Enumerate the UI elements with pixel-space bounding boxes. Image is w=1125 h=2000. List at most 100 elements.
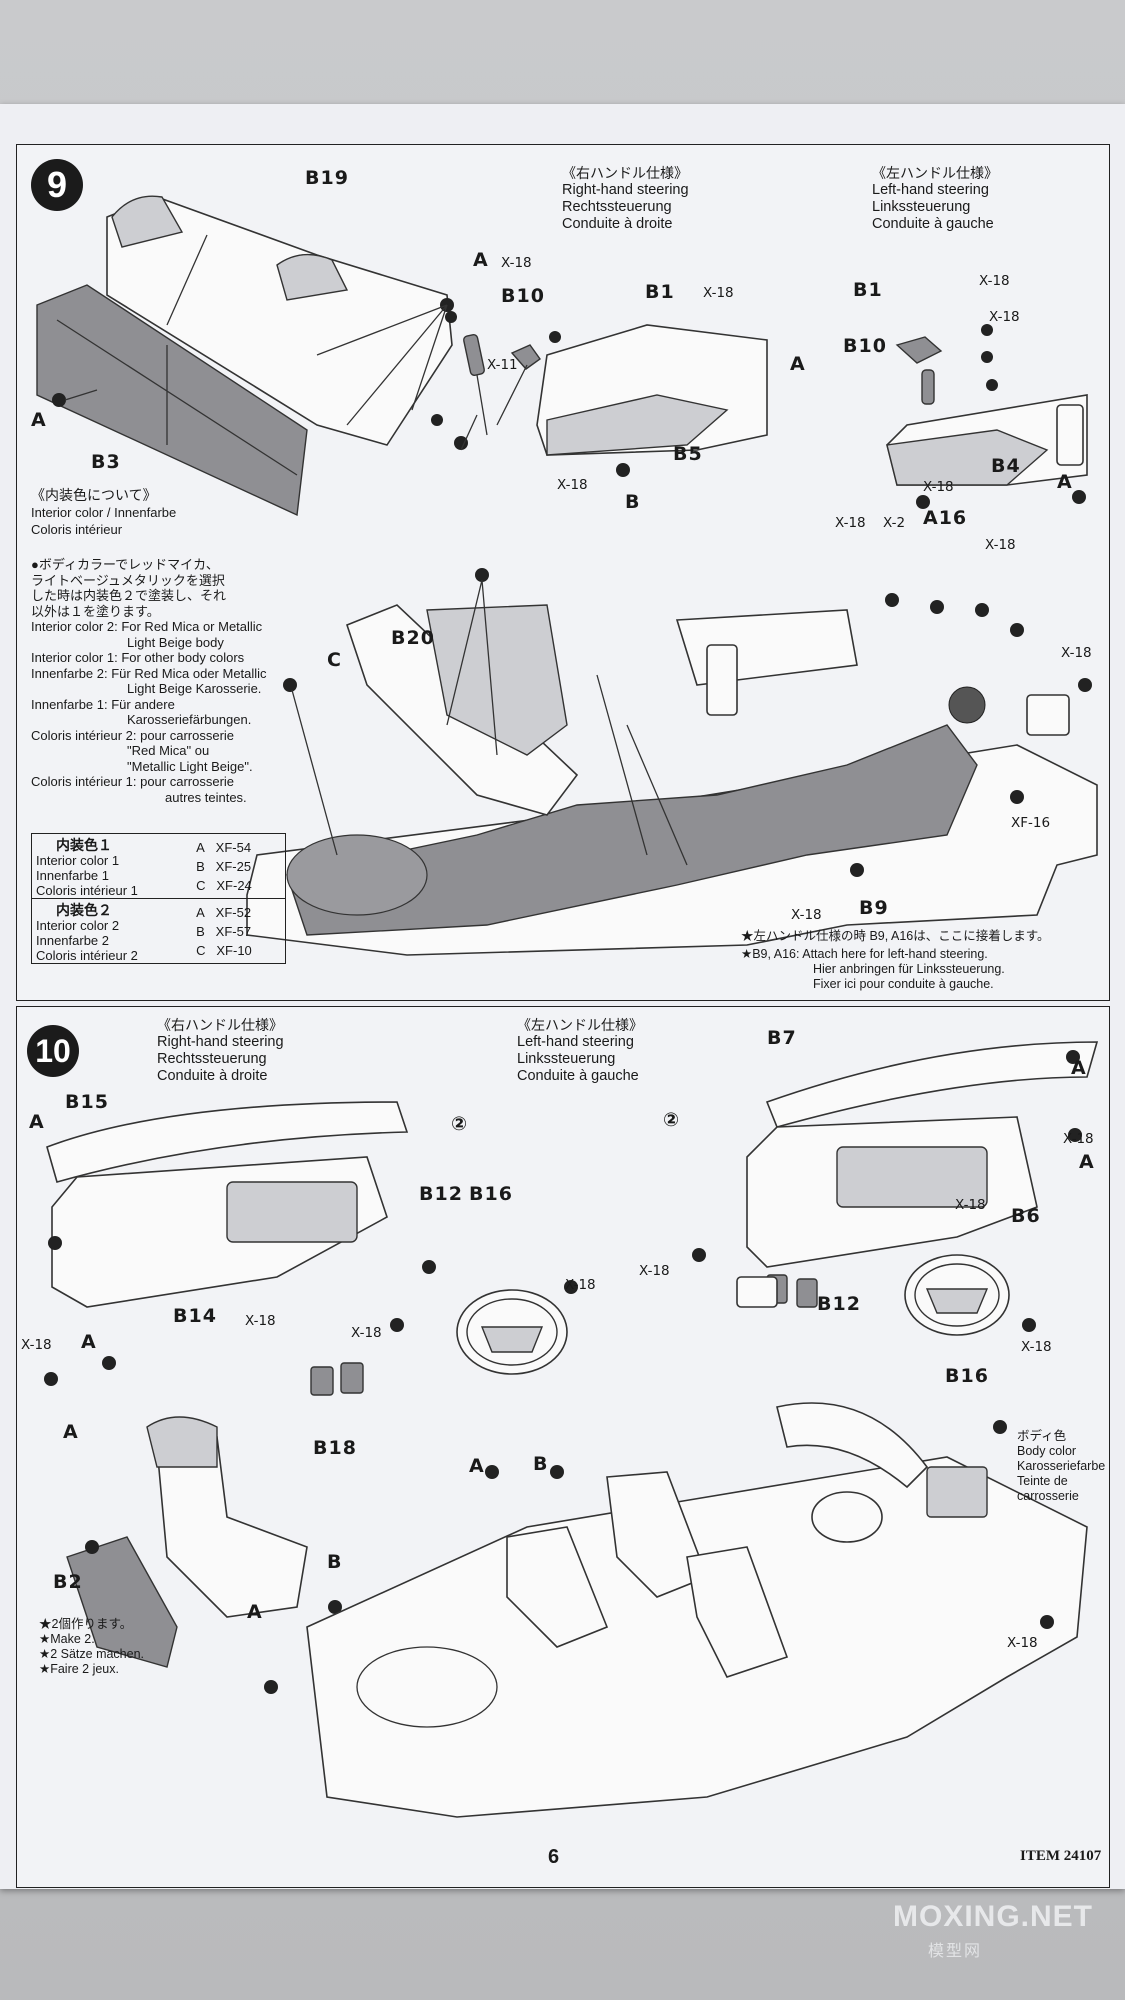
header-en: Left-hand steering <box>517 1034 634 1050</box>
label-B16: B16 <box>469 1183 513 1205</box>
step-9-panel: 9 <box>16 144 1110 1001</box>
header-fr: Conduite à gauche <box>517 1068 639 1084</box>
left-hand-steering-header: 《左ハンドル仕様》 Left-hand steering Linkssteuer… <box>872 165 998 233</box>
label-B19: B19 <box>305 167 349 189</box>
right-hand-console-drawing <box>431 311 768 477</box>
instr-line: Interior color 1: For other body colors <box>31 650 245 665</box>
label-B: B <box>327 1551 343 1573</box>
label-X-18: X-18 <box>979 273 1010 289</box>
label-X-18: X-18 <box>989 309 1020 325</box>
color-2-title: 内装色２ <box>56 902 112 918</box>
instr-line: Innenfarbe 1: Für andere <box>31 696 175 712</box>
color-key: A <box>196 905 205 920</box>
right-hand-dashboard-drawing <box>44 1101 409 1396</box>
right-hand-steering-header: 《右ハンドル仕様》 Right-hand steering Rechtssteu… <box>157 1017 284 1085</box>
page-number: 6 <box>548 1846 560 1868</box>
label-A: A <box>31 409 47 431</box>
label-X-18: X-18 <box>703 285 734 301</box>
header-jp: 《左ハンドル仕様》 <box>517 1017 643 1033</box>
instr-line: した時は内装色２で塗装し、それ <box>31 588 227 603</box>
rear-seat-drawing <box>36 195 454 517</box>
step-10-number: 10 <box>27 1025 79 1077</box>
label-B: B <box>533 1453 549 1475</box>
instr-line: Light Beige body <box>127 634 224 650</box>
header-en: Right-hand steering <box>562 182 689 198</box>
label-X-18: X-18 <box>501 255 532 271</box>
label-B16: B16 <box>945 1365 989 1387</box>
make2-fr: ★Faire 2 jeux. <box>39 1662 119 1676</box>
left-hand-console-drawing <box>886 324 1088 509</box>
body-color-jp: ボディ色 <box>1017 1429 1067 1443</box>
label-A16: A16 <box>923 507 968 529</box>
left-hand-steering-header: 《左ハンドル仕様》 Left-hand steering Linkssteuer… <box>517 1017 643 1085</box>
label-X-11: X-11 <box>487 357 518 373</box>
interior-title-fr: Coloris intérieur <box>31 522 123 537</box>
header-jp: 《右ハンドル仕様》 <box>157 1017 283 1033</box>
instruction-sheet: 9 <box>0 104 1125 1889</box>
attach-note-de: Hier anbringen für Linkssteuerung. <box>813 962 1005 976</box>
instr-line: autres teintes. <box>165 789 247 805</box>
color-1-fr: Coloris intérieur 1 <box>36 883 138 898</box>
header-de: Rechtssteuerung <box>562 199 672 215</box>
label-B4: B4 <box>991 455 1021 477</box>
make-two-note: ★2個作ります。 ★Make 2. ★2 Sätze machen. ★Fair… <box>39 1617 144 1677</box>
label-circle-2: ② <box>663 1109 681 1131</box>
instr-line: Coloris intérieur 2: pour carrosserie <box>31 727 235 743</box>
step-9-number: 9 <box>31 159 83 211</box>
header-en: Left-hand steering <box>872 182 989 198</box>
color-key: C <box>196 878 206 893</box>
interior-color-table: 内装色１ Interior color 1 Innenfarbe 1 Color… <box>31 833 286 964</box>
interior-title-en-de: Interior color / Innenfarbe <box>31 505 177 520</box>
label-A: A <box>29 1111 45 1133</box>
interior-assembled-drawing <box>306 1402 1088 1818</box>
label-circle-2: ② <box>451 1113 469 1135</box>
header-en: Right-hand steering <box>157 1034 284 1050</box>
header-jp: 《左ハンドル仕様》 <box>872 165 998 181</box>
body-color-en: Body color <box>1017 1444 1077 1458</box>
label-B12: B12 <box>419 1183 463 1205</box>
front-seat-drawing <box>66 1416 342 1694</box>
label-B10: B10 <box>501 285 545 307</box>
color-2-de: Innenfarbe 2 <box>36 933 110 948</box>
body-color-fr: Teinte de <box>1017 1474 1068 1488</box>
make2-en: ★Make 2. <box>39 1632 95 1646</box>
color-code: XF-57 <box>215 924 252 939</box>
item-number: ITEM 24107 <box>1020 1848 1102 1864</box>
body-color-note: ボディ色 Body color Karosseriefarbe Teinte d… <box>1017 1429 1105 1504</box>
label-X-18: X-18 <box>985 537 1016 553</box>
color-code: XF-10 <box>216 943 252 958</box>
interior-title-jp: 《内装色について》 <box>31 487 157 503</box>
instr-line: Interior color 2: For Red Mica or Metall… <box>31 619 263 634</box>
color-1-de: Innenfarbe 1 <box>36 868 110 883</box>
instr-line: Coloris intérieur 1: pour carrosserie <box>31 774 235 789</box>
instr-line: 以外は１を塗ります。 <box>31 603 160 619</box>
color-key: B <box>196 859 205 874</box>
label-B1: B1 <box>853 279 883 301</box>
label-A: A <box>469 1455 485 1477</box>
label-B1: B1 <box>645 281 675 303</box>
header-fr: Conduite à droite <box>157 1068 268 1084</box>
label-A: A <box>1071 1057 1087 1079</box>
instr-line: "Metallic Light Beige". <box>127 758 253 774</box>
label-B: B <box>625 491 641 513</box>
label-C: C <box>327 649 342 671</box>
instr-line: ●ボディカラーでレッドマイカ、 <box>31 557 219 572</box>
color-code: XF-52 <box>215 905 252 920</box>
label-B6: B6 <box>1011 1205 1041 1227</box>
color-code: XF-25 <box>215 859 252 874</box>
attach-note-jp: ★左ハンドル仕様の時 B9, A16は、ここに接着します。 <box>741 929 1050 943</box>
label-X-18: X-18 <box>21 1337 52 1353</box>
label-A: A <box>1057 471 1073 493</box>
header-jp: 《右ハンドル仕様》 <box>562 165 688 181</box>
label-B20: B20 <box>391 627 435 649</box>
left-hand-dashboard-drawing <box>692 1041 1099 1336</box>
label-X-18: X-18 <box>835 515 866 531</box>
label-B3: B3 <box>91 451 121 473</box>
label-X-18: X-18 <box>565 1277 596 1293</box>
color-1-title: 内装色１ <box>56 837 112 853</box>
color-2-en: Interior color 2 <box>36 918 120 933</box>
label-B5: B5 <box>673 443 703 465</box>
header-fr: Conduite à droite <box>562 216 673 232</box>
watermark-text: MOXING.NET <box>893 1900 1094 1933</box>
label-X-18: X-18 <box>1007 1635 1038 1651</box>
